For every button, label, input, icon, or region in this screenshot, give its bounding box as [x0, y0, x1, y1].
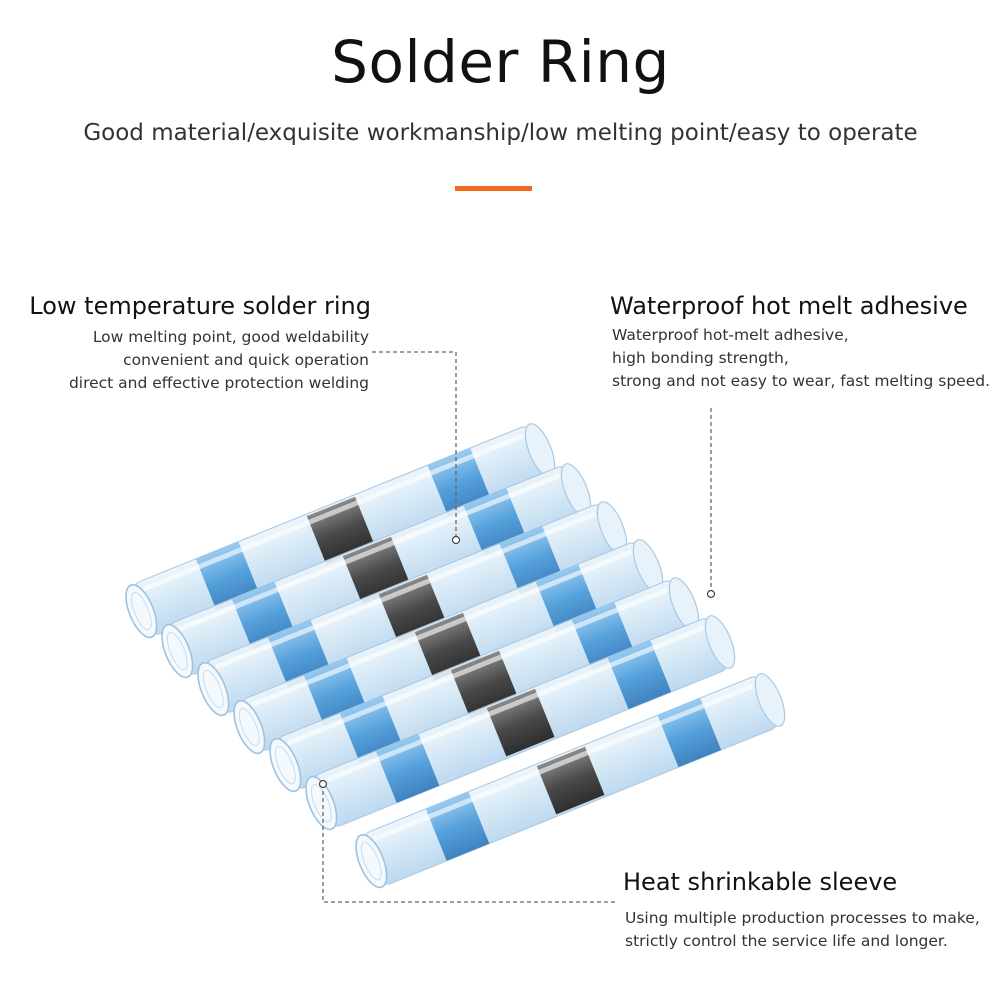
tube-opening: [305, 775, 338, 831]
sleeve-line: strictly control the service life and lo…: [625, 932, 948, 950]
adhesive-line: strong and not easy to wear, fast meltin…: [612, 372, 990, 390]
adhesive-line: high bonding strength,: [612, 349, 789, 367]
sleeve-description: Using multiple production processes to m…: [625, 907, 980, 953]
tube-opening: [233, 699, 266, 755]
tube-opening: [197, 661, 230, 717]
solder-ring-description: Low melting point, good weldability conv…: [69, 326, 369, 395]
tube-opening: [269, 737, 302, 793]
page-subtitle: Good material/exquisite workmanship/low …: [83, 120, 918, 146]
adhesive-description: Waterproof hot-melt adhesive, high bondi…: [612, 324, 990, 393]
sleeve-heading: Heat shrinkable sleeve: [623, 868, 898, 896]
solder-ring-heading: Low temperature solder ring: [29, 292, 371, 320]
connector-tube: [269, 577, 700, 793]
tube-opening: [355, 833, 388, 889]
page-title: Solder Ring: [331, 28, 670, 96]
connector-tube: [305, 615, 736, 831]
solder-ring-line: direct and effective protection welding: [68, 374, 369, 392]
solder-ring-line: Low melting point, good weldability: [92, 328, 369, 346]
connector-tube: [355, 673, 786, 889]
accent-divider: [455, 186, 532, 191]
connector-tube: [233, 539, 664, 755]
tube-opening: [161, 623, 194, 679]
leader-dot-sleeve: [318, 779, 328, 789]
adhesive-heading: Waterproof hot melt adhesive: [610, 292, 968, 320]
solder-ring: [536, 746, 605, 815]
tube-opening: [125, 583, 158, 639]
leader-dot-solder: [451, 535, 461, 545]
adhesive-line: Waterproof hot-melt adhesive,: [612, 326, 849, 344]
leader-dot-adhesive: [706, 589, 716, 599]
leader-line-solder: [372, 351, 457, 540]
solder-ring-line: convenient and quick operation: [123, 351, 369, 369]
sleeve-line: Using multiple production processes to m…: [625, 909, 980, 927]
solder-ring: [486, 688, 555, 757]
